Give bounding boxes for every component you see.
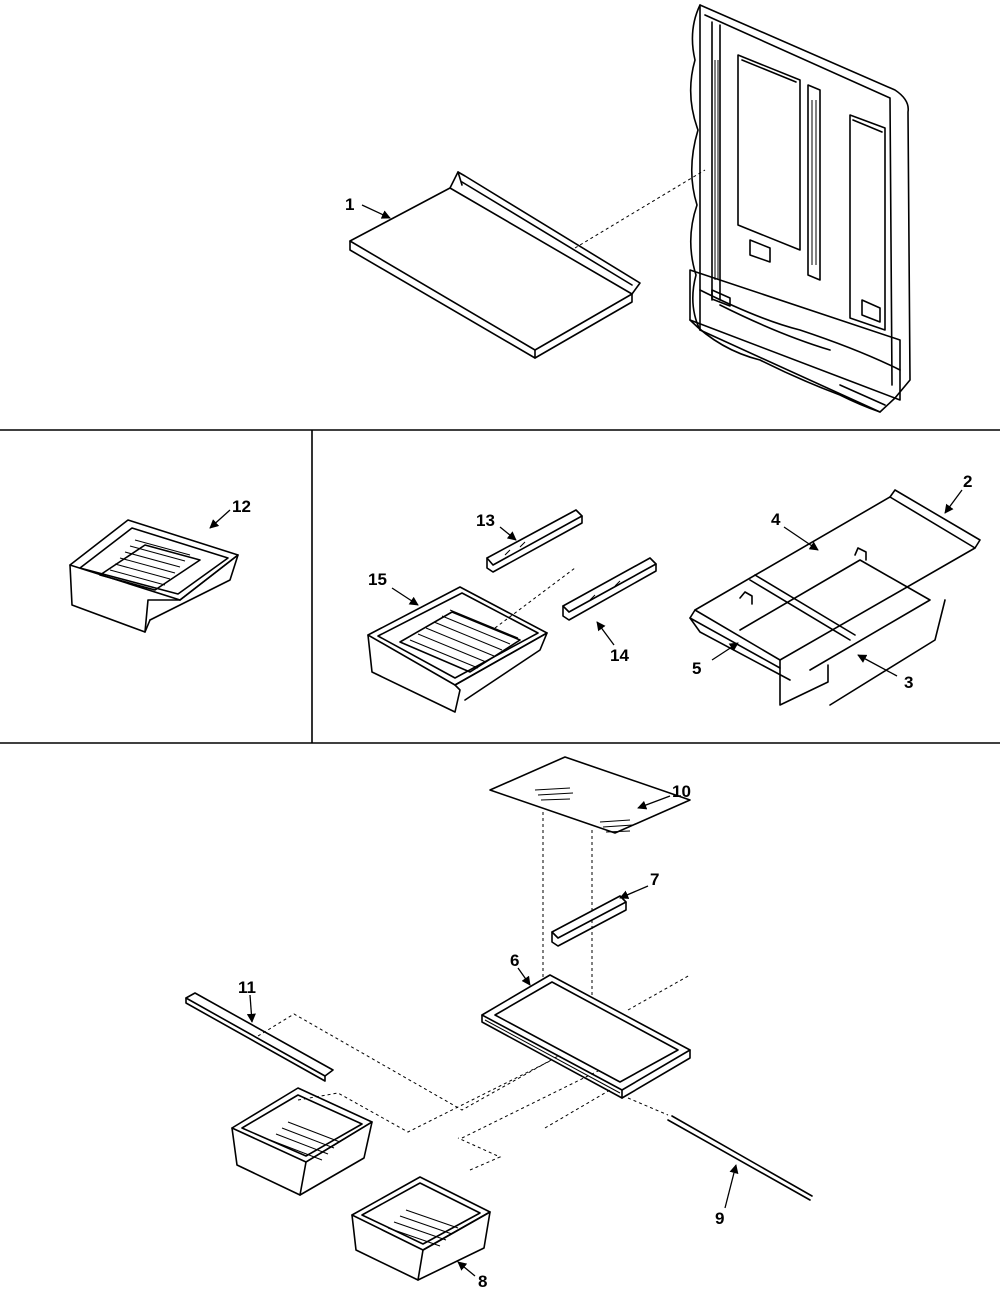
glass-insert-part-10 — [489, 756, 691, 834]
callout-12: 12 — [232, 497, 251, 516]
callout-8: 8 — [478, 1272, 487, 1290]
callout-13: 13 — [476, 511, 495, 530]
crisper-drawer-part-12 — [69, 519, 239, 633]
callout-6: 6 — [510, 951, 519, 970]
callout-labels: 1 2 3 4 5 6 7 8 9 10 11 12 13 14 15 — [232, 195, 972, 1290]
callout-2: 2 — [963, 472, 972, 491]
crisper-drawer-left — [231, 1087, 373, 1196]
callout-7: 7 — [650, 870, 659, 889]
callout-3: 3 — [904, 673, 913, 692]
callout-14: 14 — [610, 646, 629, 665]
slide-rail-part-7 — [551, 895, 627, 947]
slide-rail-part-14 — [562, 557, 657, 621]
shelf-part-1 — [349, 171, 641, 359]
rail-part-11 — [185, 992, 334, 1082]
shelf-assembly-parts-2-5 — [689, 489, 981, 706]
callout-15: 15 — [368, 570, 387, 589]
section-dividers — [0, 429, 1000, 744]
drawer-part-15 — [367, 586, 548, 713]
assembly-dashed-lines — [257, 1013, 669, 1171]
slide-rail-part-13 — [486, 509, 583, 573]
callout-4: 4 — [771, 510, 781, 529]
callout-11: 11 — [238, 978, 256, 997]
callout-10: 10 — [672, 782, 691, 801]
crisper-drawer-part-8 — [351, 1176, 491, 1281]
rod-part-9 — [667, 1115, 813, 1201]
crisper-cover-frame-part-6 — [481, 974, 691, 1099]
callout-1: 1 — [345, 195, 354, 214]
callout-leaders — [209, 204, 963, 1277]
callout-9: 9 — [715, 1209, 724, 1228]
callout-5: 5 — [692, 659, 701, 678]
cabinet-liner — [689, 4, 911, 413]
